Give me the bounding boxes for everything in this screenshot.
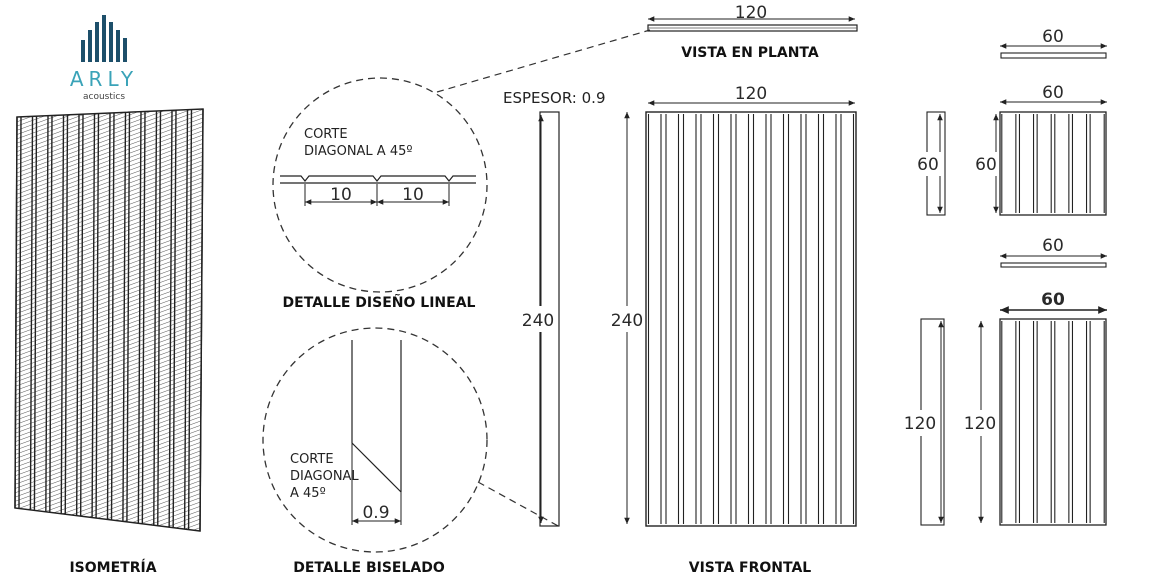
slat-line [126,112,131,522]
slat-line [168,110,173,528]
dim-small-bottom-height-side: 120 [904,414,936,434]
slat-line [33,116,38,510]
label-isometria: ISOMETRÍA [69,559,156,576]
slat-line [29,116,34,510]
dim-small-bottom-plan: 60 [1042,236,1064,256]
note-espesor: ESPESOR: 0.9 [503,89,606,107]
slat-line [95,113,100,518]
dim-small-top-height-side: 60 [917,155,939,175]
dim-frontal-height: 240 [611,311,643,331]
note-corte-bisel-2: DIAGONAL [290,469,359,484]
detail-lineal: CORTE DIAGONAL A 45º 10 10 [272,29,651,293]
note-corte-lineal-1: CORTE [304,127,348,142]
note-corte-bisel-3: A 45º [290,486,326,501]
arly-logo: ARLY acoustics [70,15,138,102]
logo-name: ARLY [70,67,138,91]
slat-line [183,109,189,530]
small-panel-60x60: 60 60 60 60 [914,27,1107,216]
slat-line [64,114,69,514]
front-view: 120 240 [611,84,857,527]
slat-line [60,114,65,514]
slat-line [106,112,111,520]
detail-biselado: CORTE DIAGONAL A 45º 0.9 [262,327,561,553]
dim-planta-width: 120 [735,3,767,23]
slat-line [75,114,80,516]
label-detalle-lineal: DETALLE DISEÑO LINEAL [283,294,476,311]
slat-line [199,108,204,532]
slat-line [172,110,177,528]
label-vista-frontal: VISTA FRONTAL [689,560,812,576]
slat-line [49,115,53,512]
slat-line [153,110,158,526]
logo-bars-icon [81,15,127,62]
logo-tagline: acoustics [83,92,125,102]
slat-line [122,112,127,522]
slat-line [79,114,84,516]
slat-line [18,116,22,509]
note-corte-lineal-2: DIAGONAL A 45º [304,144,413,159]
slat-line [137,111,142,524]
dim-bisel: 0.9 [362,503,389,523]
label-detalle-biselado: DETALLE BISELADO [293,560,445,576]
slat-line [110,112,115,520]
slat-line [157,110,162,526]
dim-small-bottom-width: 60 [1041,290,1065,310]
small-panel-60x120: 60 60 120 120 [900,236,1107,526]
dim-small-top-width: 60 [1042,83,1064,103]
slat-line [187,109,193,530]
dim-frontal-width: 120 [735,84,767,104]
dim-groove-b: 10 [402,185,424,205]
slat-line [14,116,18,509]
slat-line [91,113,96,518]
dim-small-top-plan: 60 [1042,27,1064,47]
slat-line [141,111,146,524]
isometric-panel [14,108,204,532]
dim-espesor-height: 240 [522,311,554,331]
slat-line [45,115,49,512]
side-view-espesor: ESPESOR: 0.9 240 [503,89,606,527]
dim-small-bottom-height: 120 [964,414,996,434]
dim-small-top-height: 60 [975,155,997,175]
dim-groove-a: 10 [330,185,352,205]
label-vista-planta: VISTA EN PLANTA [681,45,819,61]
plan-view: 120 [647,3,858,32]
note-corte-bisel-1: CORTE [290,452,334,467]
